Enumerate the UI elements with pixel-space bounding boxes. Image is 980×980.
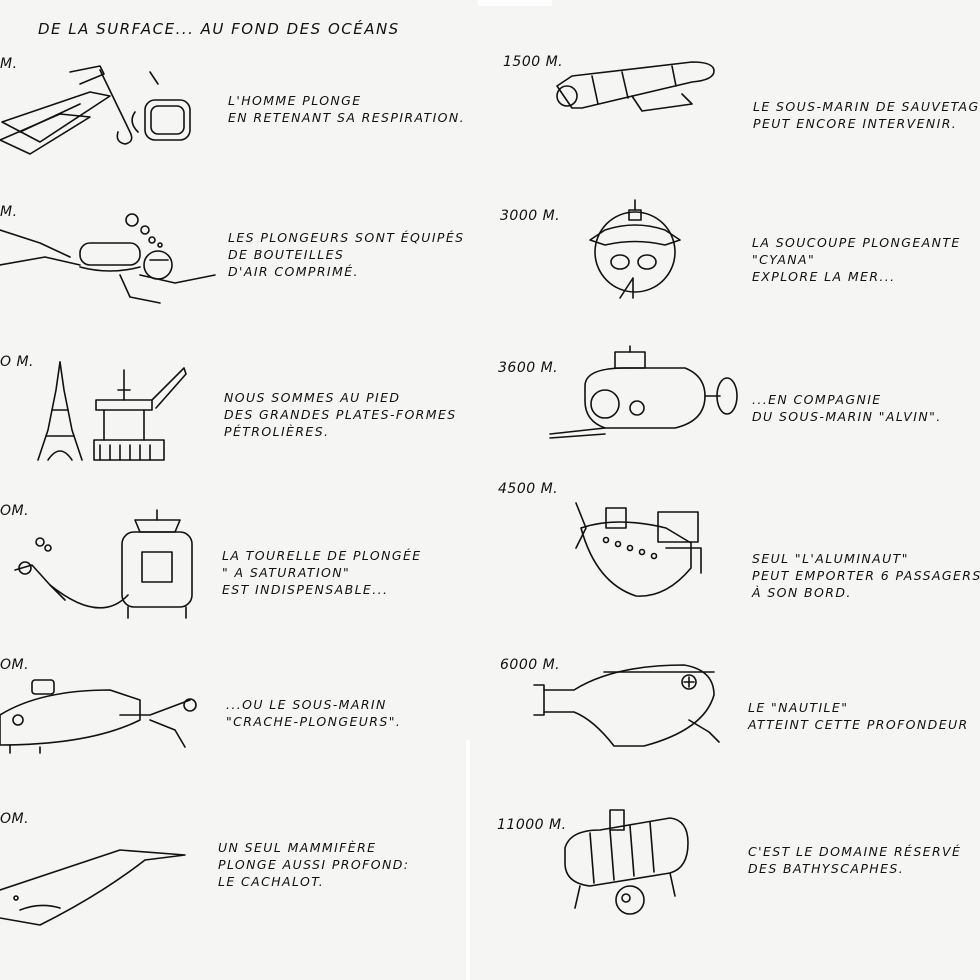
alvin-submarine-icon: [545, 346, 740, 446]
caption-oil-platforms: NOUS SOMMES AU PIED DES GRANDES PLATES-F…: [224, 390, 457, 439]
depth-label: 6000 M.: [500, 657, 561, 673]
caption-nautile: LE "NAUTILE" ATTEINT CETTE PROFONDEUR: [748, 700, 969, 732]
depth-label: 4500 M.: [498, 481, 559, 497]
snorkel-mask-fins-icon: [0, 62, 200, 157]
depth-label: OM.: [0, 657, 30, 673]
diving-bell-with-diver-icon: [10, 510, 200, 625]
depth-label: M.: [0, 204, 18, 220]
depth-label: 3600 M.: [498, 360, 559, 376]
page-divider: [466, 740, 470, 980]
depth-label: O M.: [0, 354, 34, 370]
caption-cyana: LA SOUCOUPE PLONGEANTE "CYANA" EXPLORE L…: [752, 235, 961, 284]
diver-lockout-submarine-icon: [0, 675, 210, 755]
page-title: DE LA SURFACE... AU FOND DES OCÉANS: [38, 20, 400, 38]
bathyscaphe-icon: [560, 808, 695, 918]
caption-bathyscaphe: C'EST LE DOMAINE RÉSERVÉ DES BATHYSCAPHE…: [748, 844, 962, 876]
depth-label: 3000 M.: [500, 208, 561, 224]
depth-label: 1500 M.: [503, 54, 564, 70]
rescue-submarine-icon: [552, 56, 722, 121]
depth-label: 11000 M.: [497, 817, 567, 833]
scan-edge-mark: [478, 0, 552, 6]
eiffel-tower-and-oil-platform-icon: [34, 360, 194, 465]
caption-aluminaut: SEUL "L'ALUMINAUT" PEUT EMPORTER 6 PASSA…: [752, 551, 980, 600]
caption-rescue-sub: LE SOUS-MARIN DE SAUVETAGE PEUT ENCORE I…: [753, 99, 980, 131]
depth-label: OM.: [0, 811, 30, 827]
cyana-saucer-icon: [585, 200, 690, 300]
depth-label: OM.: [0, 503, 30, 519]
caption-scuba: LES PLONGEURS SONT ÉQUIPÉS DE BOUTEILLES…: [228, 230, 465, 279]
sperm-whale-icon: [0, 840, 195, 930]
caption-lockout-sub: ...OU LE SOUS-MARIN "CRACHE-PLONGEURS".: [226, 697, 402, 729]
scuba-diver-icon: [0, 205, 220, 310]
caption-saturation-bell: LA TOURELLE DE PLONGÉE " A SATURATION" E…: [222, 548, 422, 597]
depth-label: M.: [0, 56, 18, 72]
caption-alvin: ...EN COMPAGNIE DU SOUS-MARIN "ALVIN".: [752, 392, 942, 424]
caption-sperm-whale: UN SEUL MAMMIFÈRE PLONGE AUSSI PROFOND: …: [218, 840, 410, 889]
caption-breath-hold: L'HOMME PLONGE EN RETENANT SA RESPIRATIO…: [228, 93, 466, 125]
nautile-submarine-icon: [534, 660, 729, 750]
aluminaut-submarine-icon: [556, 498, 706, 603]
